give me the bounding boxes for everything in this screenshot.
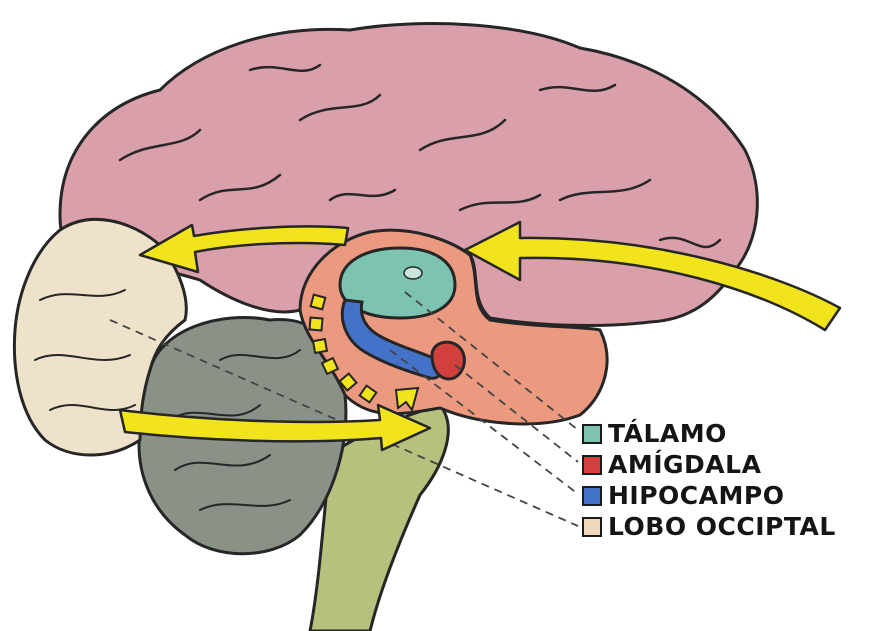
legend-item-occipital: LOBO OCCIPTAL	[582, 511, 872, 542]
legend-item-amygdala: AMÍGDALA	[582, 449, 872, 480]
legend-item-hippocampus: HIPOCAMPO	[582, 480, 872, 511]
legend-label-hippocampus: HIPOCAMPO	[608, 483, 784, 508]
thalamus-swatch	[582, 424, 602, 444]
legend-label-occipital: LOBO OCCIPTAL	[608, 514, 836, 539]
hippocampus-swatch	[582, 486, 602, 506]
legend-item-thalamus: TÁLAMO	[582, 418, 872, 449]
amygdala-swatch	[582, 455, 602, 475]
legend-label-amygdala: AMÍGDALA	[608, 452, 761, 477]
amygdala	[432, 342, 464, 379]
legend: TÁLAMO AMÍGDALA HIPOCAMPO LOBO OCCIPTAL	[582, 418, 872, 542]
occipital-swatch	[582, 517, 602, 537]
legend-label-thalamus: TÁLAMO	[608, 421, 727, 446]
thalamus-highlight	[404, 267, 422, 279]
